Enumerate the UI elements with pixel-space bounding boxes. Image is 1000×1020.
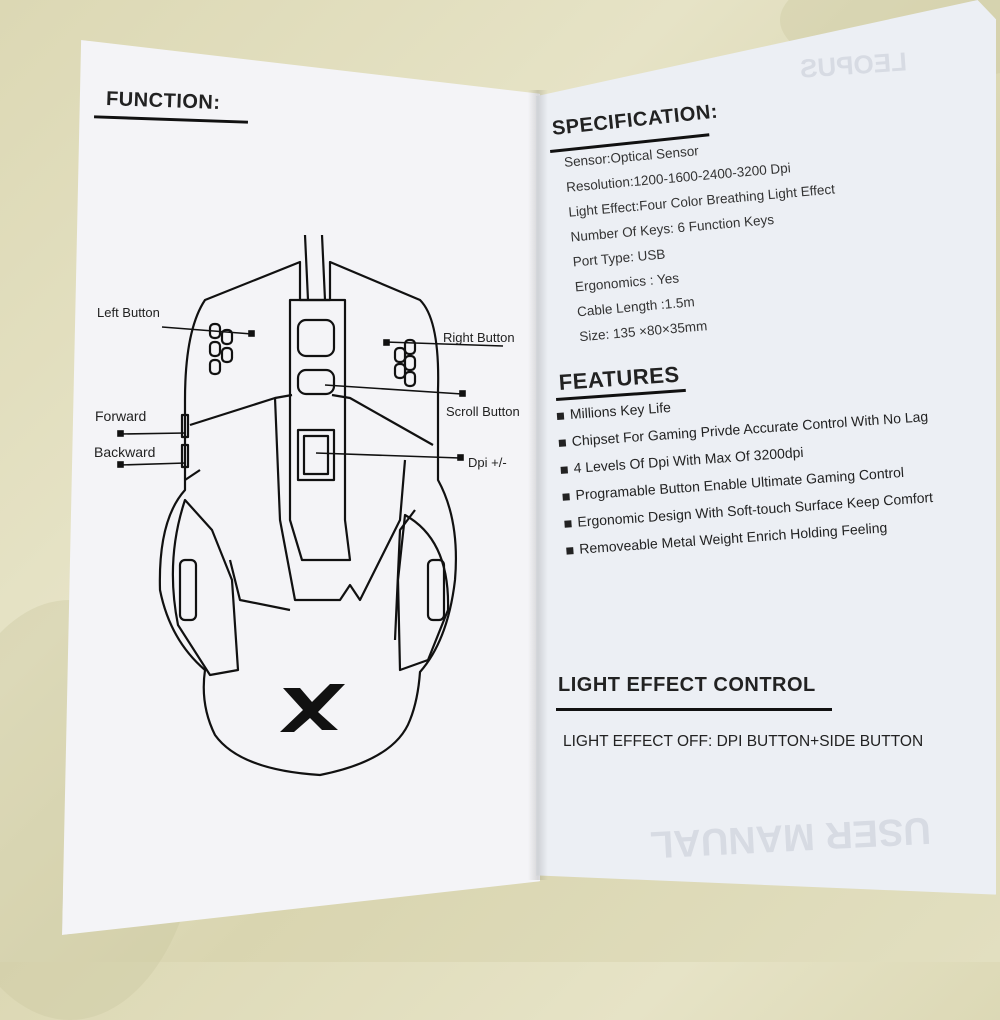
side-button-shape <box>180 443 190 469</box>
specification-list: Sensor:Optical Sensor Resolution:1200-16… <box>563 127 847 350</box>
light-effect-underline <box>556 708 832 711</box>
right-button-panel <box>331 393 434 446</box>
left-side-panel <box>171 498 240 677</box>
callout-scroll-button: Scroll Button <box>446 404 520 419</box>
manual-left-page <box>62 40 540 935</box>
bullet-icon <box>566 546 574 555</box>
callout-right-button: Right Button <box>443 330 515 345</box>
bullet-icon <box>562 493 570 501</box>
bullet-icon <box>556 412 565 420</box>
dpi-button-shape <box>296 428 336 482</box>
mouse-cable <box>303 234 327 301</box>
mouse-diagram <box>117 234 504 777</box>
inner-ridge <box>228 397 416 641</box>
bullet-icon <box>558 439 567 447</box>
top-button-shape <box>296 318 336 358</box>
bullet-icon <box>560 466 568 474</box>
right-led-dots <box>393 338 417 388</box>
feature-text: Millions Key Life <box>569 399 672 423</box>
light-effect-line: LIGHT EFFECT OFF: DPI BUTTON+SIDE BUTTON <box>563 733 924 750</box>
center-strip <box>288 298 352 562</box>
brand-logo-icon <box>280 684 345 732</box>
callout-left-button: Left Button <box>97 305 160 320</box>
scroll-wheel-shape <box>296 368 336 396</box>
features-list: Millions Key Life Chipset For Gaming Pri… <box>556 376 937 563</box>
light-effect-heading: LIGHT EFFECT CONTROL <box>558 674 816 696</box>
callout-forward: Forward <box>95 408 147 424</box>
right-side-panel <box>396 513 450 672</box>
page-fold-shadow <box>528 90 548 880</box>
side-button-shape <box>180 413 190 439</box>
manual-right-page <box>536 0 996 895</box>
callout-backward: Backward <box>94 444 156 460</box>
bullet-icon <box>564 520 572 528</box>
mouse-body-outline <box>158 260 458 777</box>
callout-dpi: Dpi +/- <box>468 455 507 470</box>
